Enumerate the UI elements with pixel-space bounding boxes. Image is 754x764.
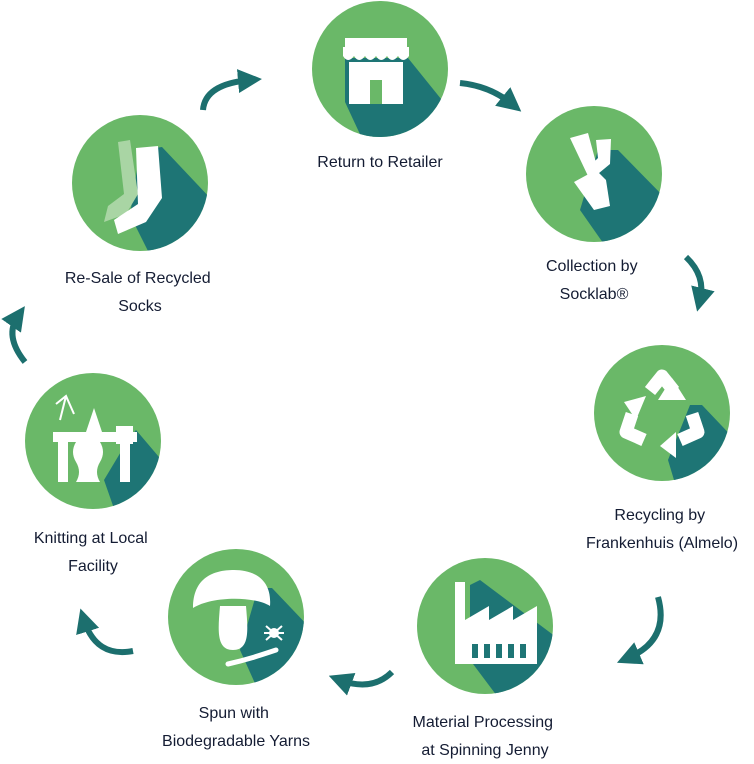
flow-arrow <box>683 254 715 312</box>
step-label: Spun with Biodegradable Yarns <box>162 705 310 750</box>
step-label-line: Socks <box>118 298 162 315</box>
step-label: Return to Retailer <box>317 154 443 171</box>
storefront-icon <box>343 38 409 104</box>
flow-arrow <box>200 69 262 111</box>
factory-icon <box>455 582 537 664</box>
flow-arrow <box>328 669 395 696</box>
step-label-line: Recycling by <box>614 507 705 524</box>
knitting-machine-icon <box>53 394 137 482</box>
step-return-to-retailer: Return to Retailer <box>312 1 448 171</box>
flow-arrow <box>459 80 522 112</box>
step-material-processing: Material Processing at Spinning Jenny <box>413 558 558 759</box>
step-label-line: at Spinning Jenny <box>421 742 548 759</box>
step-label-line: Material Processing <box>413 714 554 731</box>
step-label-line: Frankenhuis (Almelo) <box>586 535 738 552</box>
step-label-line: Biodegradable Yarns <box>162 733 310 750</box>
flow-arrow <box>1 306 28 364</box>
step-label-line: Socklab® <box>560 286 629 303</box>
mushroom-mycelium-icon <box>193 570 284 667</box>
flow-arrow <box>616 596 664 665</box>
step-label-line: Return to Retailer <box>317 154 443 171</box>
step-label: Collection by Socklab® <box>546 258 642 303</box>
step-label-line: Spun with <box>199 705 269 722</box>
step-label: Knitting at Local Facility <box>34 530 152 575</box>
socks-icon <box>104 140 162 234</box>
step-resale-of-recycled-socks: Re-Sale of Recycled Socks <box>65 115 215 315</box>
step-label-line: Collection by <box>546 258 638 275</box>
step-knitting-at-local-facility: Knitting at Local Facility <box>25 373 161 575</box>
step-label-line: Re-Sale of Recycled <box>65 270 211 287</box>
step-collection-by-socklab: Collection by Socklab® <box>526 106 662 303</box>
flow-arrow <box>76 608 134 655</box>
step-recycling-by-frankenhuis: Recycling by Frankenhuis (Almelo) <box>586 345 738 552</box>
sock-collection-icon <box>570 133 611 210</box>
step-label-line: Facility <box>68 558 118 575</box>
step-label-line: Knitting at Local <box>34 530 148 547</box>
step-label: Re-Sale of Recycled Socks <box>65 270 215 315</box>
step-label: Recycling by Frankenhuis (Almelo) <box>586 507 738 552</box>
step-spun-with-biodegradable-yarns: Spun with Biodegradable Yarns <box>162 549 310 750</box>
step-label: Material Processing at Spinning Jenny <box>413 714 558 759</box>
